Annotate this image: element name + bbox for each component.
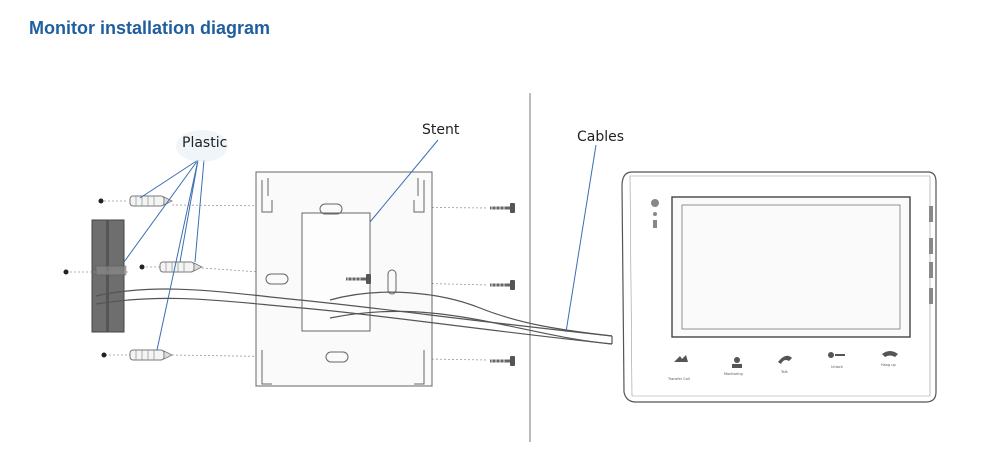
bracket-plate bbox=[255, 171, 433, 387]
label-plastic: Plastic bbox=[182, 135, 227, 151]
monitor-button-label: Hang up bbox=[881, 363, 897, 367]
plastic-anchor bbox=[159, 261, 203, 273]
screw bbox=[488, 201, 517, 215]
wall-block bbox=[91, 219, 125, 333]
label-cables: Cables bbox=[577, 129, 624, 145]
label-stent: Stent bbox=[422, 122, 460, 138]
monitor-screen bbox=[671, 196, 911, 338]
page-title: Monitor installation diagram bbox=[29, 18, 271, 38]
screw bbox=[488, 354, 517, 368]
screw bbox=[488, 278, 517, 292]
plastic-anchor bbox=[129, 349, 173, 361]
marker-dots bbox=[63, 198, 145, 358]
talk-icon bbox=[778, 355, 792, 364]
hang-up-icon bbox=[882, 351, 898, 357]
monitor-button-labels: Transfer Call Monitoring Talk Unlock Han… bbox=[667, 363, 897, 381]
monitor-button-label: Transfer Call bbox=[667, 377, 690, 381]
unlock-icon bbox=[828, 352, 845, 358]
transfer-call-icon bbox=[674, 355, 688, 362]
monitoring-icon bbox=[732, 357, 742, 368]
monitor-button-label: Unlock bbox=[831, 365, 844, 369]
cables bbox=[95, 288, 613, 345]
monitor-button-label: Monitoring bbox=[724, 372, 743, 376]
leader-lines bbox=[123, 139, 597, 351]
monitor-button-label: Talk bbox=[780, 370, 789, 374]
plastic-anchors bbox=[95, 195, 203, 361]
monitor-buttons bbox=[674, 351, 898, 368]
monitor: Transfer Call Monitoring Talk Unlock Han… bbox=[621, 171, 937, 403]
power-icon bbox=[651, 199, 659, 207]
